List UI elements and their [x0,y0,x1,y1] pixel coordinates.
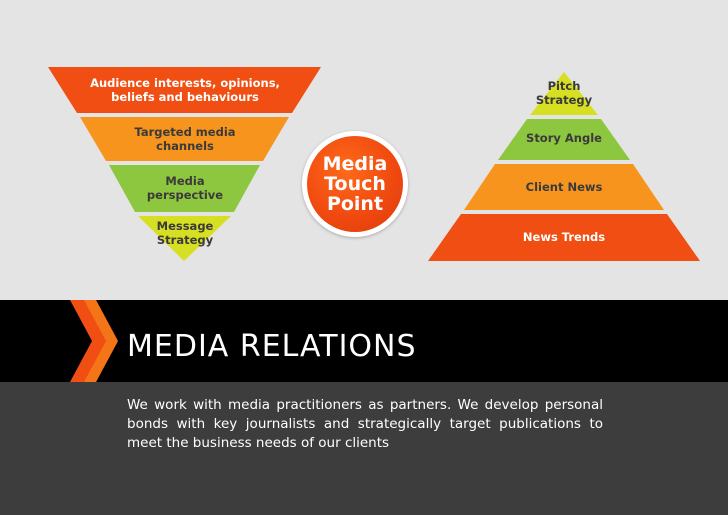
pyramid-level-2-shape [498,119,630,160]
badge-circle: Media Touch Point [307,136,403,232]
pyramid-level-1-shape [530,72,598,115]
section-title: MEDIA RELATIONS [127,329,417,364]
pyramid-level-4-label: News Trends [522,230,606,244]
title-band [0,300,728,382]
pyramid-level-4-shape [428,214,700,261]
diagram-graphics [48,67,700,261]
funnel-level-3-shape [109,165,260,212]
pyramid-level-2-label: Story Angle [526,131,602,145]
description-band [0,382,728,515]
funnel-level-4-shape [138,216,231,261]
funnel-level-1-shape [48,67,321,113]
funnel-level-2-shape [80,117,289,161]
pyramid-level-3-label: Client News [525,180,603,194]
chevron-right-icon [70,300,118,382]
funnel-level-1-label: Audience interests, opinions,beliefs and… [90,76,280,104]
badge-label: Media Touch Point [322,153,388,215]
pyramid-level-3-shape [464,164,664,210]
media-touch-point-badge: Media Touch Point [302,131,408,237]
section-description: We work with media practitioners as part… [127,397,603,451]
